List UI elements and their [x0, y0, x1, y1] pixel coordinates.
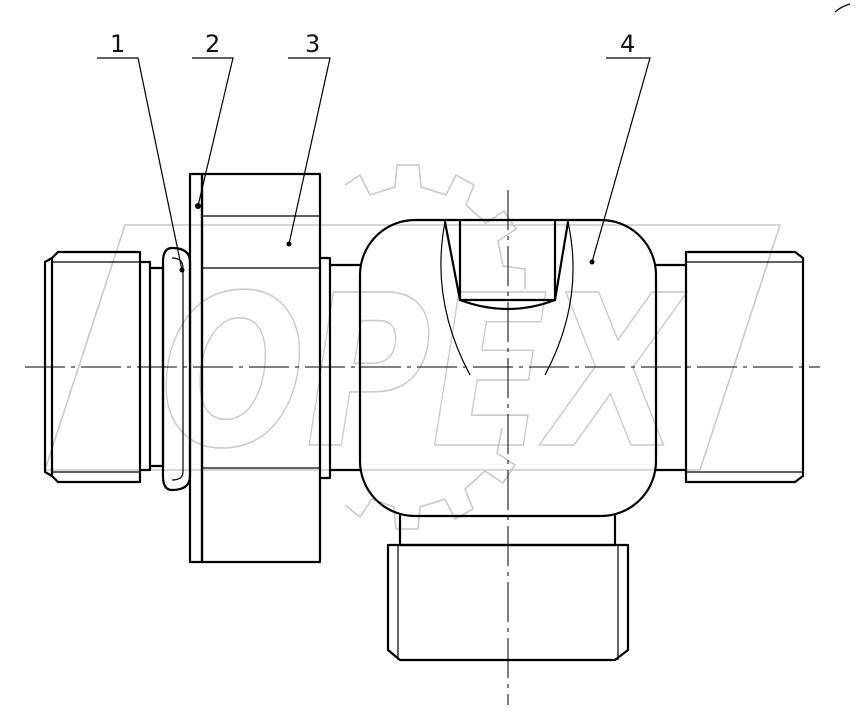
corner-mark [834, 3, 851, 13]
collar [318, 256, 362, 480]
callout-4: 4 [591, 30, 651, 263]
callouts: 1 2 3 4 [97, 30, 651, 273]
callout-4-label: 4 [620, 30, 635, 58]
callout-1-label: 1 [110, 30, 125, 58]
watermark-text: OPEX [160, 250, 687, 495]
nut [200, 172, 322, 564]
left-threaded-end [43, 250, 165, 484]
callout-1: 1 [97, 30, 185, 273]
watermark-gear [344, 164, 526, 530]
watermark-frame [43, 224, 782, 471]
tee-body [358, 218, 658, 518]
callout-3: 3 [288, 30, 331, 245]
o-ring [161, 246, 192, 492]
bottom-branch [386, 514, 630, 662]
callout-2-label: 2 [205, 30, 220, 58]
callout-3-label: 3 [305, 30, 320, 58]
o-ring-inner [171, 257, 184, 481]
watermark: OPEX [43, 164, 782, 530]
right-threaded-end [654, 250, 805, 484]
callout-2: 2 [192, 30, 234, 207]
